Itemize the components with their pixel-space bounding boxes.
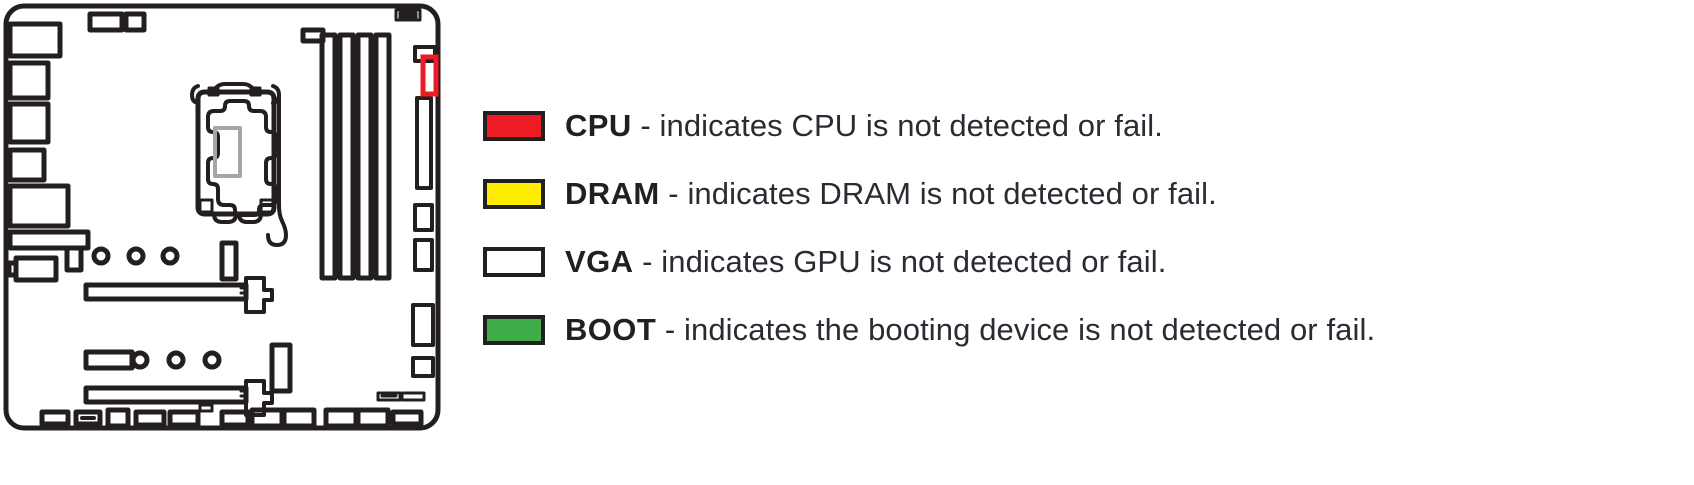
pcie-slot-2 [83,385,249,405]
bottom-header-5 [167,409,201,428]
mounting-hole-2 [126,246,146,266]
dimm-slot-2 [337,32,356,281]
legend-item-cpu: CPU - indicates CPU is not detected or f… [483,92,1683,160]
rear-io-port-7-notch [6,260,19,278]
motherboard-diagram [0,0,470,450]
legend-desc-boot: - indicates the booting device is not de… [656,312,1376,347]
boot-led-swatch [483,315,545,345]
bottom-header-13 [376,391,402,402]
dimm-slot-4 [373,32,392,281]
bottom-header-7 [219,409,251,428]
bottom-header-1 [39,409,71,427]
right-connector-5 [411,356,435,378]
pcie-slot-1-tab [239,286,249,300]
legend-label-vga: VGA [565,244,634,279]
cpu-die-pad [213,126,242,178]
legend-desc-cpu: - indicates CPU is not detected or fail. [631,108,1163,143]
rear-io-port-1 [7,21,63,59]
chipset-block [83,349,135,371]
pcie-slot-1 [83,282,249,302]
top-right-connector-box [394,8,422,22]
dram-led-swatch [483,179,545,209]
rear-io-port-5 [7,183,71,229]
cpu-corner-br [259,198,275,214]
rear-io-port-6 [7,229,91,251]
right-connector-3 [413,238,434,272]
cpu-socket-body [206,99,278,217]
top-header-2 [123,11,147,33]
bottom-header-10 [323,407,359,429]
m2-slot-upper [219,240,239,282]
dimm-slot-3 [355,32,374,281]
cpu-led-swatch [483,111,545,141]
bottom-header-8 [249,407,285,429]
bottom-header-4 [133,409,167,428]
legend-label-boot: BOOT [565,312,657,347]
vga-led-swatch [483,247,545,277]
bottom-header-6 [198,403,214,413]
ez-debug-led-highlight [420,54,439,97]
cpu-socket [190,82,288,247]
rear-io-port-7 [13,255,59,283]
mounting-hole-3 [160,246,180,266]
legend-item-vga: VGA - indicates GPU is not detected or f… [483,228,1683,296]
legend-list: CPU - indicates CPU is not detected or f… [483,92,1683,364]
legend-desc-vga: - indicates GPU is not detected or fail. [633,244,1167,279]
cpu-socket-frame [195,89,277,217]
rear-io-port-2 [7,60,51,101]
right-connector-long [415,96,433,190]
legend-label-dram: DRAM [565,176,660,211]
legend-text-cpu: CPU - indicates CPU is not detected or f… [565,108,1163,144]
bottom-header-9 [281,407,317,429]
bottom-header-2 [73,409,103,427]
legend-text-dram: DRAM - indicates DRAM is not detected or… [565,176,1217,212]
legend-label-cpu: CPU [565,108,632,143]
bottom-header-14 [400,391,426,402]
mounting-hole-4 [130,350,150,370]
cpu-latch-bottom [212,212,238,224]
board-outline [3,3,441,431]
legend-text-vga: VGA - indicates GPU is not detected or f… [565,244,1166,280]
pcie-slot-2-tab [239,389,249,403]
mounting-hole-6 [202,350,222,370]
cpu-latch-bottom-2 [237,212,263,224]
right-connector-4 [411,303,435,347]
mounting-hole-1 [91,246,111,266]
bottom-header-3 [105,407,131,429]
mounting-hole-5 [166,350,186,370]
rear-io-port-4 [7,147,47,183]
cpu-clip-tl [190,84,200,105]
bottom-header-12 [390,409,424,427]
cpu-latch-tab-tr [249,86,262,97]
rear-io-port-3 [7,101,51,145]
legend-desc-dram: - indicates DRAM is not detected or fail… [659,176,1217,211]
small-header-left [64,245,84,273]
top-header-1 [87,11,125,33]
legend-item-boot: BOOT - indicates the booting device is n… [483,296,1683,364]
cpu-load-lever [266,93,288,247]
dimm-slot-1 [319,32,338,281]
cpu-corner-bl [198,198,214,214]
legend-text-boot: BOOT - indicates the booting device is n… [565,312,1375,348]
m2-slot-lower [269,342,293,394]
top-right-connector [398,11,418,20]
pcie-slot-1-latch [244,276,274,314]
motherboard-svg [3,3,441,431]
right-connector-2 [413,203,434,232]
legend-item-dram: DRAM - indicates DRAM is not detected or… [483,160,1683,228]
bottom-header-11 [355,407,391,429]
cpu-latch-tab-tl [207,86,220,97]
